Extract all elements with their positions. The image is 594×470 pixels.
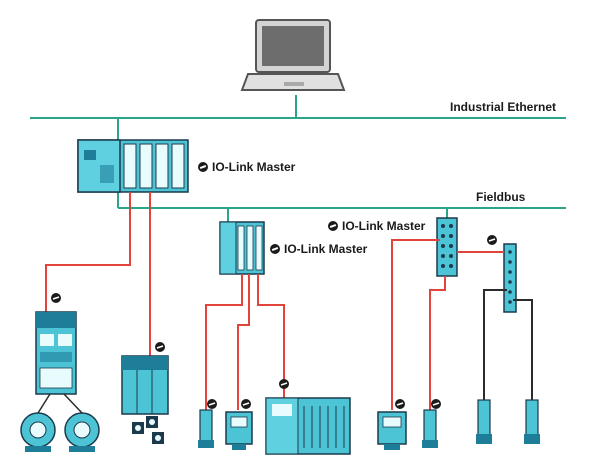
fieldbus-label: Fieldbus bbox=[476, 190, 526, 204]
proximity-sensor-icon bbox=[198, 409, 214, 448]
io-link-icon bbox=[241, 399, 251, 409]
io-link-icon bbox=[395, 399, 405, 409]
io-link-icon bbox=[431, 399, 441, 409]
laptop-icon bbox=[240, 19, 346, 91]
motor-starter-icon bbox=[35, 311, 77, 395]
display-device-icon bbox=[377, 411, 407, 450]
remote-io-link-master-text: IO-Link Master bbox=[284, 242, 368, 256]
ip67-io-link-master-label: IO-Link Master bbox=[328, 219, 425, 233]
motor-link bbox=[63, 393, 83, 414]
io-link-icon bbox=[207, 399, 217, 409]
industrial-ethernet-label: Industrial Ethernet bbox=[450, 100, 557, 114]
io-link-icon bbox=[155, 342, 165, 352]
io-link-icon bbox=[198, 162, 208, 172]
plc-io-link-master-text: IO-Link Master bbox=[212, 160, 296, 174]
ip67-io-link-master-text: IO-Link Master bbox=[342, 219, 426, 233]
remote-io-link-master-label: IO-Link Master bbox=[270, 242, 367, 256]
sensor-cables bbox=[483, 289, 533, 400]
io-link-icon bbox=[51, 293, 61, 303]
io-link-icon bbox=[487, 235, 497, 245]
proximity-sensor-icon bbox=[422, 409, 438, 448]
motor-icon bbox=[20, 412, 56, 452]
io-link-wires bbox=[45, 192, 504, 410]
io-link-icon bbox=[270, 244, 280, 254]
proximity-sensor-icon bbox=[476, 399, 492, 444]
io-link-icon bbox=[279, 379, 289, 389]
plc-rack-icon bbox=[77, 139, 189, 193]
motor-link bbox=[37, 393, 51, 414]
io-link-hub-icon bbox=[503, 243, 517, 313]
io-link-icon bbox=[328, 221, 338, 231]
remote-io-icon bbox=[219, 221, 265, 275]
proximity-sensor-icon bbox=[524, 399, 540, 444]
ip67-io-block-icon bbox=[436, 217, 458, 277]
motor-icon bbox=[64, 412, 100, 452]
display-device-icon bbox=[225, 411, 253, 450]
plc-io-link-master-label: IO-Link Master bbox=[198, 160, 295, 174]
valve-terminal-icon bbox=[121, 355, 169, 444]
machine-cabinet-icon bbox=[265, 397, 351, 455]
